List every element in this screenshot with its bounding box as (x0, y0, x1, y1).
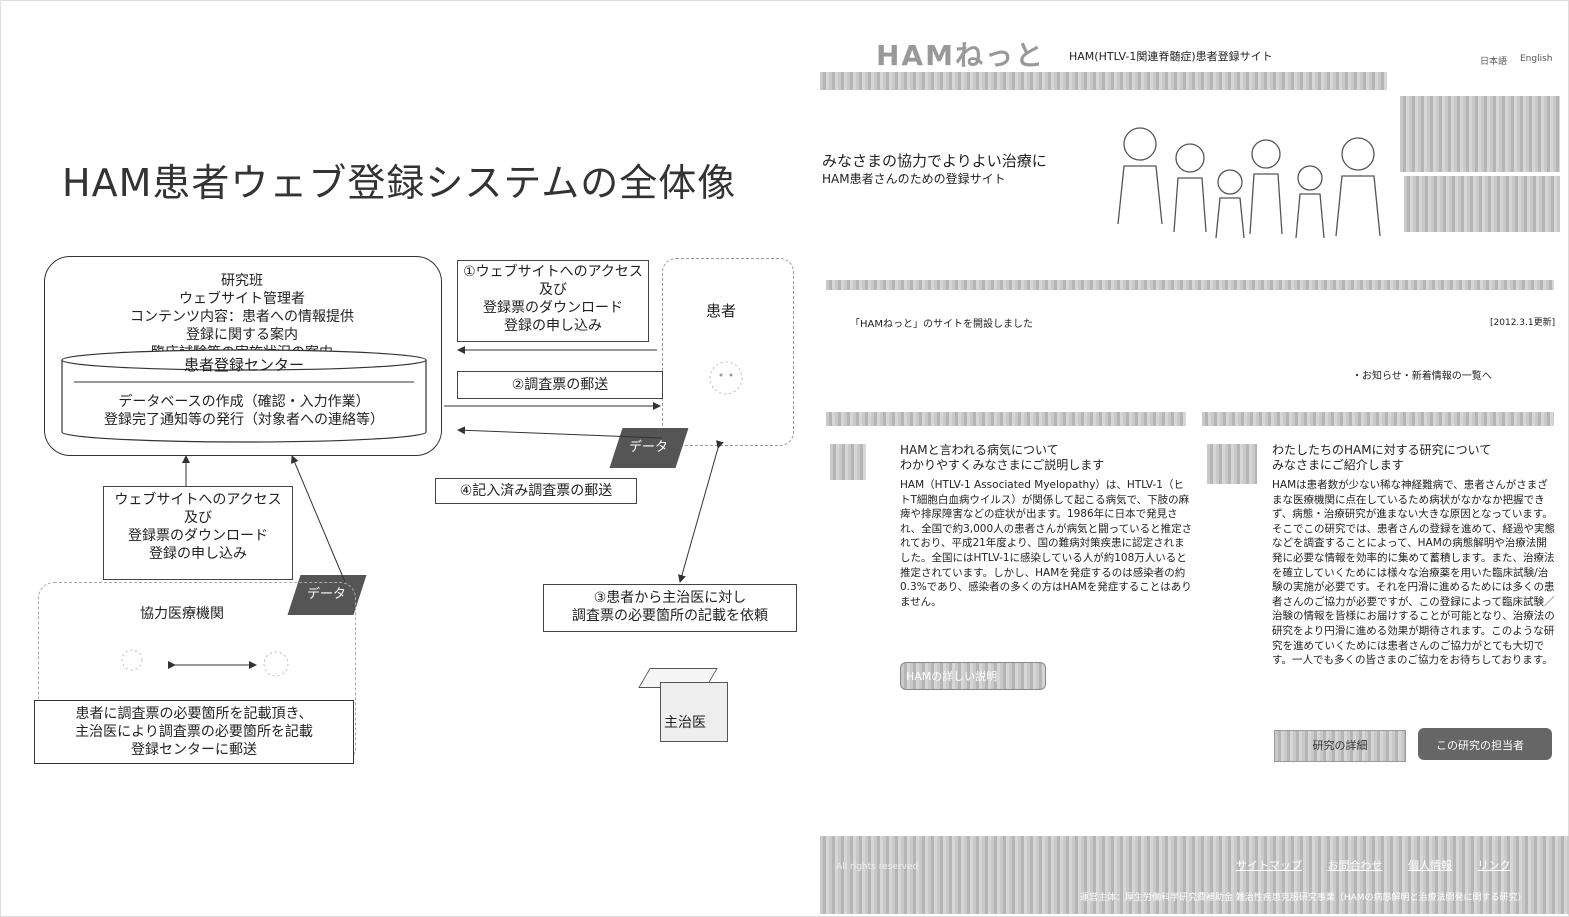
research-heading: わたしたちのHAMに対する研究について みなさまにご紹介します (1272, 443, 1491, 473)
research-staff-button[interactable] (1418, 728, 1552, 760)
clinic-access-line: 及び (184, 510, 212, 526)
step1-access-box: ①ウェブサイトへのアクセス 及び 登録票のダウンロード 登録の申し込み (457, 260, 649, 342)
step1-line: ①ウェブサイトへのアクセス (463, 264, 643, 280)
global-nav-bar[interactable] (820, 72, 1387, 90)
step2-mail-survey: ②調査票の郵送 (457, 371, 663, 399)
research-line: ウェブサイト管理者 (179, 291, 305, 307)
arrow-clinic-to-center (291, 455, 346, 583)
heading-line: みなさまにご紹介します (1272, 458, 1404, 472)
step4-mail-filled: ④記入済み調査票の郵送 (435, 478, 637, 504)
request-line: 調査票の必要箇所の記載を依頼 (572, 608, 768, 624)
research-icon (1207, 444, 1257, 484)
hero-tagline: みなさまの協力でよりよい治療に (822, 152, 1047, 170)
patient-box (662, 258, 794, 446)
footer-links: サイトマップ お問合わせ 個人情報 リンク (1236, 857, 1533, 873)
diagram-arrows (121, 346, 724, 677)
clinic-instruction-box: 患者に調査票の必要箇所を記載頂き、 主治医により調査票の必要箇所を記載 登録セン… (34, 700, 354, 764)
step1-line: 登録の申し込み (504, 318, 602, 334)
center-line: データベースの作成（確認・入力作業） (118, 394, 370, 410)
instruction-line: 主治医により調査票の必要箇所を記載 (75, 724, 313, 740)
footer-link-sitemap[interactable]: サイトマップ (1236, 859, 1302, 872)
site-subtitle: HAM(HTLV-1関連脊髄症)患者登録サイト (1069, 50, 1273, 63)
registration-center-text: データベースの作成（確認・入力作業） 登録完了通知等の発行（対象者への連絡等） (60, 393, 428, 429)
doctor-cube (660, 682, 728, 742)
research-section-header (1202, 412, 1554, 426)
news-item-link[interactable]: 「HAMねっと」のサイトを開設しました (850, 319, 1033, 330)
clinic-access-box: ウェブサイトへのアクセス 及び 登録票のダウンロード 登録の申し込み (103, 486, 293, 580)
clinic-label: 協力医療機関 (140, 606, 224, 622)
research-details-button[interactable]: 研究の詳細 (1274, 730, 1406, 762)
step3-request-box: ③患者から主治医に対し 調査票の必要箇所の記載を依頼 (543, 584, 797, 632)
clinic-access-line: 登録の申し込み (149, 546, 247, 562)
footer-link-links[interactable]: リンク (1477, 859, 1511, 872)
research-body: HAMは患者数が少ない稀な神経難病で、患者さんがさまざまな医療機関に点在している… (1272, 479, 1555, 667)
step1-line: 及び (539, 282, 567, 298)
clinic-person-icon (121, 649, 143, 671)
heading-line: わかりやすくみなさまにご説明します (900, 458, 1105, 472)
arrow-patient-mail-back (457, 426, 663, 439)
about-ham-section-header (826, 412, 1186, 426)
side-banner-bottom[interactable] (1404, 176, 1560, 232)
side-banner-top[interactable] (1400, 96, 1560, 172)
research-group-box (44, 256, 442, 456)
database-cylinder (61, 349, 427, 443)
research-details-label: 研究の詳細 (1312, 739, 1368, 752)
about-ham-heading: HAMと言われる病気について わかりやすくみなさまにご説明します (900, 443, 1104, 473)
news-list-link[interactable]: ・お知らせ・新着情報の一覧へ (1352, 371, 1492, 382)
lang-japanese-link[interactable]: 日本語 (1480, 57, 1508, 67)
instruction-line: 登録センターに郵送 (131, 742, 257, 758)
heading-line: HAMと言われる病気について (900, 443, 1059, 457)
research-line: コンテンツ内容：患者への情報提供 (130, 309, 354, 325)
footer-link-privacy[interactable]: 個人情報 (1408, 859, 1452, 872)
news-date: [2012.3.1更新] (1490, 318, 1556, 328)
hero-people-illustration (1117, 127, 1381, 239)
about-ham-body: HAM（HTLV-1 Associated Myelopathy）は、HTLV-… (900, 479, 1193, 608)
footer-link-contact[interactable]: お問合わせ (1327, 859, 1383, 872)
hero-subtagline: HAM患者さんのための登録サイト (822, 172, 1006, 186)
clinic-access-line: 登録票のダウンロード (128, 528, 268, 544)
footer-copyright: All rights reserved (836, 862, 919, 872)
center-line: 登録完了通知等の発行（対象者への連絡等） (104, 412, 384, 428)
patient-figure-icon (709, 361, 743, 395)
step1-line: 登録票のダウンロード (483, 300, 623, 316)
registration-center-title: 患者登録センター (183, 356, 304, 374)
instruction-line: 患者に調査票の必要箇所を記載頂き、 (75, 706, 313, 722)
arrow-patient-doctor (678, 440, 724, 583)
about-ham-icon (830, 444, 866, 480)
news-section-header (826, 280, 1554, 290)
footer-operator-text: 運営主体：厚生労働科学研究費補助金 難治性疾患克服研究事業（HAMの病態解明と治… (1080, 893, 1527, 903)
research-line: 研究班 (221, 273, 263, 289)
site-logo[interactable]: HAMねっと (876, 39, 1045, 72)
site-footer (820, 836, 1569, 914)
ham-details-button[interactable] (900, 662, 1046, 690)
doctor-label: 主治医 (664, 715, 706, 731)
request-line: ③患者から主治医に対し (593, 590, 747, 606)
research-staff-button-label: この研究の担当者 (1436, 739, 1524, 752)
patient-label: 患者 (706, 302, 737, 320)
lang-english-link[interactable]: English (1520, 54, 1553, 64)
research-line: 登録に関する案内 (186, 327, 298, 343)
clinic-access-line: ウェブサイトへのアクセス (114, 492, 282, 508)
heading-line: わたしたちのHAMに対する研究について (1272, 443, 1492, 457)
ham-details-button-label: HAMの詳しい説明 (906, 670, 998, 683)
diagram-title: HAM患者ウェブ登録システムの全体像 (62, 161, 737, 205)
clinic-doctor-icon (263, 651, 289, 677)
